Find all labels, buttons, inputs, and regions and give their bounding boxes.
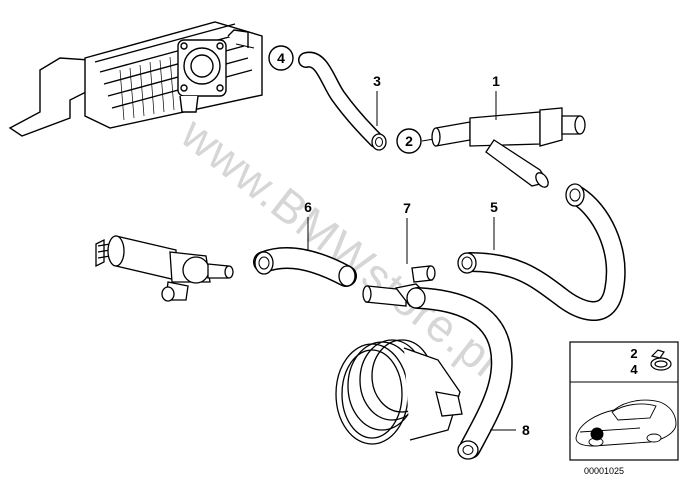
valve-part-1 — [431, 107, 586, 188]
inset-box: 2 4 — [569, 341, 679, 461]
callout-4-label: 4 — [277, 50, 285, 66]
callout-8-label: 8 — [522, 422, 530, 438]
callout-5-label: 5 — [490, 199, 498, 215]
callout-2[interactable]: 2 — [396, 128, 435, 154]
car-silhouette-icon — [575, 399, 677, 447]
hose-clamp-icon — [650, 349, 672, 371]
callout-4[interactable]: 4 — [235, 43, 294, 71]
hose-part-5 — [457, 183, 626, 321]
callout-5[interactable]: 5 — [490, 199, 498, 250]
callout-8[interactable]: 8 — [490, 422, 530, 438]
hose-part-6 — [253, 246, 357, 287]
callout-7-label: 7 — [403, 200, 411, 216]
hose-part-3 — [298, 51, 387, 151]
callout-3-label: 3 — [373, 73, 381, 89]
watermark: www.BMWstore.pl — [171, 106, 510, 387]
hose-part-8 — [406, 287, 513, 460]
callout-1[interactable]: 1 — [492, 73, 500, 120]
solenoid-valve — [95, 235, 234, 302]
diagram-code: 00001025 — [584, 466, 624, 476]
callout-3[interactable]: 3 — [373, 73, 381, 126]
callout-6[interactable]: 6 — [304, 199, 312, 250]
intake-manifold — [8, 21, 263, 137]
callout-1-label: 1 — [492, 73, 500, 89]
intake-boot — [335, 339, 463, 445]
connector-part-7 — [362, 265, 436, 307]
inset-label-2: 2 — [630, 346, 637, 361]
callout-6-label: 6 — [304, 199, 312, 215]
callout-7[interactable]: 7 — [403, 200, 411, 264]
callout-2-label: 2 — [405, 133, 413, 149]
inset-label-4: 4 — [630, 362, 638, 377]
